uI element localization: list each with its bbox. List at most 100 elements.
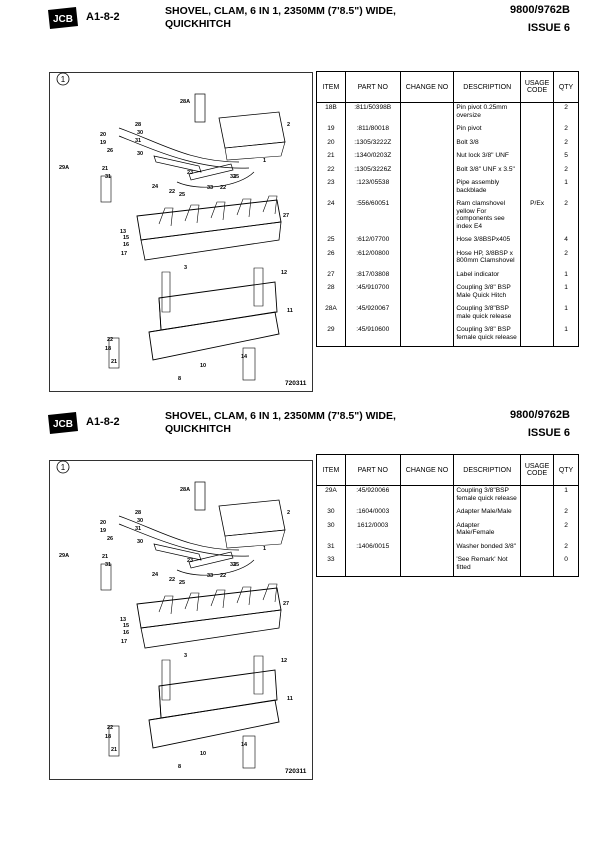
callout-label: 29A <box>59 165 69 171</box>
cell-usage-code <box>520 283 555 304</box>
cell-item: 28 <box>316 283 346 304</box>
callout-label: 28 <box>135 122 141 128</box>
callout-label: 1 <box>263 546 266 552</box>
cell-description: 'See Remark' Not fitted <box>453 555 522 577</box>
ram-part <box>188 163 234 181</box>
callout-label: 11 <box>287 308 293 314</box>
callout-label: 31 <box>105 174 111 180</box>
col-part-no: PART NO <box>344 71 401 103</box>
cell-part-no: :811/80018 <box>344 124 401 138</box>
callout-label: 20 <box>100 520 106 526</box>
frame-lower <box>140 221 282 261</box>
callout-label: 17 <box>121 639 127 645</box>
callout-label: 20 <box>100 132 106 138</box>
cell-qty: 2 <box>553 248 579 270</box>
cell-qty: 1 <box>553 325 579 347</box>
callout-label: 1 <box>263 158 266 164</box>
cell-item: 31 <box>316 541 346 555</box>
drawing-number: 720311 <box>285 380 307 387</box>
frame-bracket <box>158 595 174 615</box>
cell-change-no <box>399 164 455 178</box>
table-header-row: ITEM PART NO CHANGE NO DESCRIPTION USAGE… <box>316 71 579 103</box>
cell-item: 30 <box>316 507 346 521</box>
callout-label: 29A <box>59 553 69 559</box>
cell-change-no <box>399 151 455 165</box>
callout-label: 15 <box>123 623 129 629</box>
callout-label: 33 <box>207 185 213 191</box>
callout-label: 2 <box>287 122 290 128</box>
bucket-floor <box>148 311 280 361</box>
cell-qty: 1 <box>553 485 579 507</box>
cell-description: Bolt 3/8 <box>453 137 522 151</box>
cell-usage-code <box>520 248 555 270</box>
callout-label: 25 <box>233 174 239 180</box>
cell-usage-code <box>520 485 555 507</box>
callout-label: 14 <box>241 742 248 748</box>
frame-bracket <box>210 589 226 609</box>
cell-change-no <box>399 269 455 283</box>
callout-label: 8 <box>178 376 181 382</box>
col-qty: QTY <box>553 71 579 103</box>
cell-part-no: :45/910600 <box>344 325 401 347</box>
callout-label: 22 <box>107 337 113 343</box>
callout-label: 3 <box>184 265 187 271</box>
callout-label: 22 <box>169 577 175 583</box>
cell-change-no <box>399 304 455 325</box>
callout-label: 21 <box>111 747 117 753</box>
col-change-no: CHANGE NO <box>399 71 455 103</box>
section-title: SHOVEL, CLAM, 6 IN 1, 2350MM (7'8.5") WI… <box>165 5 455 31</box>
cell-part-no: :612/00800 <box>344 248 401 270</box>
cell-description: Adapter Male/Male <box>453 507 522 521</box>
cell-qty: 0 <box>553 555 579 577</box>
cell-part-no: :1305/3226Z <box>344 164 401 178</box>
callout-label: 25 <box>233 562 239 568</box>
callout-label: 26 <box>107 148 113 154</box>
hose-part <box>176 171 255 188</box>
publication-number: 9800/9762B <box>510 409 570 421</box>
cell-description: Nut lock 3/8" UNF <box>453 151 522 165</box>
cell-item: 24 <box>316 199 346 235</box>
callout-label: 30 <box>137 518 143 524</box>
pin-part <box>242 347 256 381</box>
col-item: ITEM <box>316 454 346 486</box>
cell-qty: 2 <box>553 541 579 555</box>
callout-label: 31 <box>135 526 141 532</box>
backblade-edge <box>224 529 286 549</box>
cell-usage-code <box>520 178 555 199</box>
cell-usage-code <box>520 235 555 249</box>
backblade-part <box>218 111 286 149</box>
cell-description: Adapter Male/Female <box>453 520 522 542</box>
frame-bracket <box>262 195 278 215</box>
callout-label: 12 <box>281 658 287 664</box>
cell-item: 27 <box>316 269 346 283</box>
callout-label: 33 <box>207 573 213 579</box>
frame-bracket <box>262 583 278 603</box>
callout-label: 28 <box>135 510 141 516</box>
callout-label: 18 <box>105 346 111 352</box>
callout-label: 19 <box>100 528 106 534</box>
logo-text: JCB <box>53 419 73 430</box>
figure-ref-number: 1 <box>61 75 66 84</box>
figure-ref-number: 1 <box>61 463 66 472</box>
frame-bracket <box>184 592 200 612</box>
callout-label: 19 <box>100 140 106 146</box>
table-header-row: ITEM PART NO CHANGE NO DESCRIPTION USAGE… <box>316 454 579 486</box>
callout-label: 22 <box>220 573 226 579</box>
ram-part <box>153 155 202 173</box>
hose-part <box>118 523 250 557</box>
cell-part-no: :1406/0015 <box>344 541 401 555</box>
cell-change-no <box>399 248 455 270</box>
callout-label: 30 <box>137 151 143 157</box>
cell-part-no: :45/920067 <box>344 304 401 325</box>
callout-label: 28A <box>180 99 190 105</box>
cell-qty: 4 <box>553 235 579 249</box>
col-part-no: PART NO <box>344 454 401 486</box>
callout-label: 24 <box>152 184 159 190</box>
